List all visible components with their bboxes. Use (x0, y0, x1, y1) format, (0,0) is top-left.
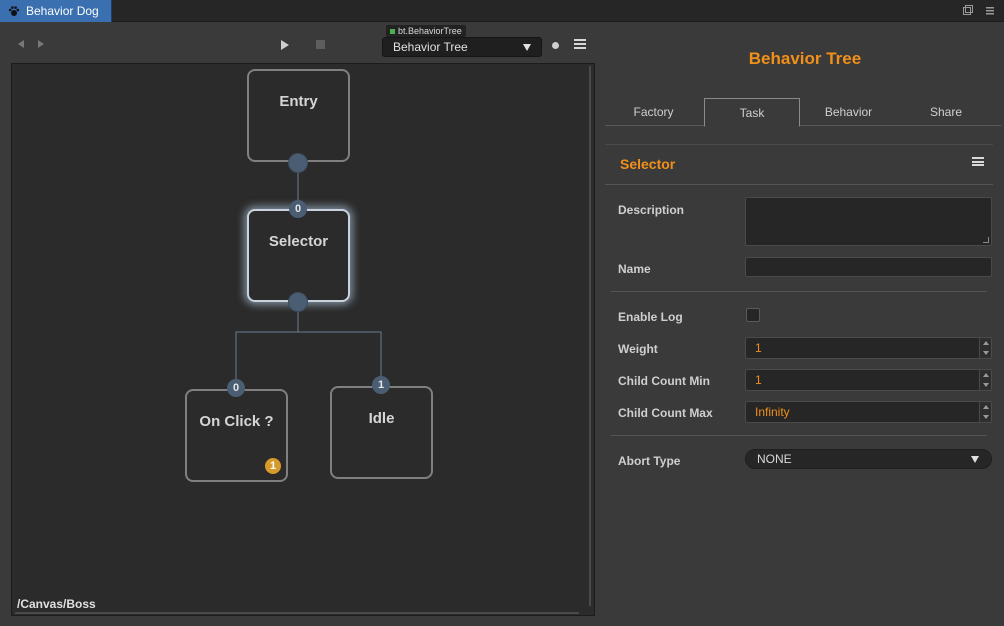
weight-label: Weight (618, 342, 658, 356)
divider (611, 435, 987, 436)
weight-stepper[interactable]: 1 (745, 337, 992, 359)
window-tab-label: Behavior Dog (26, 4, 99, 18)
tab-task[interactable]: Task (704, 98, 800, 127)
window-tab[interactable]: Behavior Dog (0, 0, 112, 22)
abort-type-select[interactable]: NONE (745, 449, 992, 469)
vertical-scrollbar[interactable] (589, 66, 591, 606)
tree-type-tag-label: bt.BehaviorTree (398, 26, 462, 36)
node-selector[interactable]: Selector (247, 209, 350, 302)
arrow-down-icon[interactable] (982, 351, 989, 355)
abort-type-value: NONE (757, 452, 792, 466)
node-entry[interactable]: Entry (247, 69, 350, 162)
link-selector-idle (298, 331, 382, 386)
tree-canvas[interactable]: Entry Selector 0 On Click ? 0 1 Idle 1 /… (11, 63, 595, 616)
child-count-min-stepper[interactable]: 1 (745, 369, 992, 391)
child-count-max-stepper[interactable]: Infinity (745, 401, 992, 423)
node-idle[interactable]: Idle (330, 386, 433, 479)
description-field[interactable] (745, 197, 992, 246)
tree-select-value: Behavior Tree (393, 40, 468, 54)
divider (611, 291, 987, 292)
back-arrow-icon[interactable] (18, 40, 24, 48)
task-section: Selector Description Name Enable Log Wei… (605, 144, 993, 587)
play-icon[interactable] (281, 40, 289, 50)
tree-type-tag: bt.BehaviorTree (386, 25, 466, 37)
child-count-max-value: Infinity (755, 405, 790, 419)
child-count-max-label: Child Count Max (618, 406, 713, 420)
resize-grip-icon[interactable] (983, 237, 989, 243)
port-on-click-in[interactable]: 0 (227, 379, 245, 397)
section-header: Selector (605, 145, 993, 185)
editor-toolbar: bt.BehaviorTree Behavior Tree (0, 23, 596, 63)
canvas-path-label: /Canvas/Boss (17, 597, 96, 611)
caret-down-icon (523, 44, 531, 51)
inspector-panel: Behavior Tree Factory Task Behavior Shar… (596, 23, 1004, 626)
port-idle-in[interactable]: 1 (372, 376, 390, 394)
section-menu-icon[interactable] (972, 157, 984, 166)
horizontal-scrollbar[interactable] (15, 612, 579, 614)
inspector-tabs: Factory Task Behavior Share (605, 98, 1001, 127)
tree-select-dropdown[interactable]: Behavior Tree (382, 37, 542, 57)
tab-share[interactable]: Share (929, 105, 963, 119)
enable-log-label: Enable Log (618, 310, 683, 324)
panel-title: Behavior Tree (748, 49, 862, 68)
record-icon[interactable] (552, 42, 559, 49)
name-field[interactable] (745, 257, 992, 277)
stop-icon[interactable] (316, 40, 325, 49)
node-on-click-label: On Click ? (199, 413, 274, 430)
name-label: Name (618, 262, 651, 276)
hamburger-menu-icon[interactable] (574, 39, 586, 49)
port-selector-in[interactable]: 0 (289, 200, 307, 218)
child-count-min-label: Child Count Min (618, 374, 710, 388)
caret-down-icon (971, 456, 979, 463)
weight-stepper-arrows[interactable] (979, 338, 991, 358)
link-selector-onclick (235, 302, 299, 389)
decorator-count-badge: 1 (265, 458, 281, 474)
arrow-down-icon[interactable] (982, 415, 989, 419)
tree-selector: bt.BehaviorTree Behavior Tree (382, 24, 542, 58)
tab-factory[interactable]: Factory (633, 105, 674, 119)
description-label: Description (618, 203, 685, 217)
title-bar: Behavior Dog (0, 0, 1004, 22)
arrow-up-icon[interactable] (982, 341, 989, 345)
enable-log-checkbox[interactable] (746, 308, 760, 322)
tab-behavior[interactable]: Behavior (824, 105, 873, 119)
forward-arrow-icon[interactable] (38, 40, 44, 48)
arrow-up-icon[interactable] (982, 373, 989, 377)
section-title: Selector (620, 156, 676, 172)
node-idle-label: Idle (368, 410, 395, 427)
window-controls (962, 4, 996, 16)
status-dot-icon (390, 28, 395, 34)
port-entry-out[interactable] (288, 153, 308, 173)
child-count-min-value: 1 (755, 373, 762, 387)
node-selector-label: Selector (268, 233, 329, 250)
child-count-max-arrows[interactable] (979, 402, 991, 422)
menu-icon[interactable] (984, 4, 996, 16)
arrow-up-icon[interactable] (982, 405, 989, 409)
port-selector-out[interactable] (288, 292, 308, 312)
paw-icon (8, 6, 20, 16)
restore-icon[interactable] (962, 4, 974, 16)
child-count-min-arrows[interactable] (979, 370, 991, 390)
arrow-down-icon[interactable] (982, 383, 989, 387)
abort-type-label: Abort Type (618, 454, 681, 468)
node-entry-label: Entry (279, 93, 318, 110)
weight-value: 1 (755, 341, 762, 355)
